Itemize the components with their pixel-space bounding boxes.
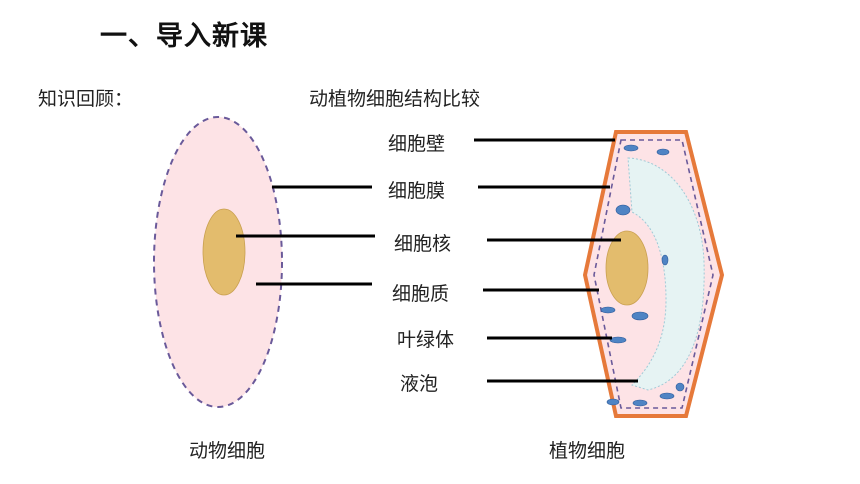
- chloroplast: [661, 254, 669, 266]
- chloroplast: [606, 398, 620, 406]
- label-cytoplasm: 细胞质: [392, 283, 450, 305]
- label-chloroplast: 叶绿体: [397, 329, 455, 351]
- plant-cell-caption: 植物细胞: [549, 440, 626, 462]
- chloroplast: [656, 148, 670, 156]
- plant-cell-membrane: [593, 139, 714, 409]
- animal-cell-caption: 动物细胞: [189, 440, 266, 462]
- chloroplast: [615, 204, 631, 216]
- chloroplast: [659, 392, 675, 400]
- section-label: 知识回顾：: [38, 88, 134, 110]
- chloroplast: [675, 382, 685, 392]
- animal-cell-nucleus: [202, 208, 246, 296]
- label-nucleus: 细胞核: [394, 233, 452, 255]
- label-cell-membrane: 细胞膜: [388, 180, 446, 202]
- chloroplast: [632, 399, 648, 407]
- chloroplast: [623, 144, 639, 152]
- chloroplast: [600, 306, 616, 314]
- chloroplast: [631, 311, 649, 321]
- label-cell-wall: 细胞壁: [388, 133, 446, 155]
- plant-cell-nucleus: [605, 230, 649, 306]
- diagram-title: 动植物细胞结构比较: [309, 88, 481, 110]
- page-title: 一、导入新课: [100, 21, 268, 52]
- label-vacuole: 液泡: [400, 373, 439, 395]
- chloroplast: [609, 336, 627, 344]
